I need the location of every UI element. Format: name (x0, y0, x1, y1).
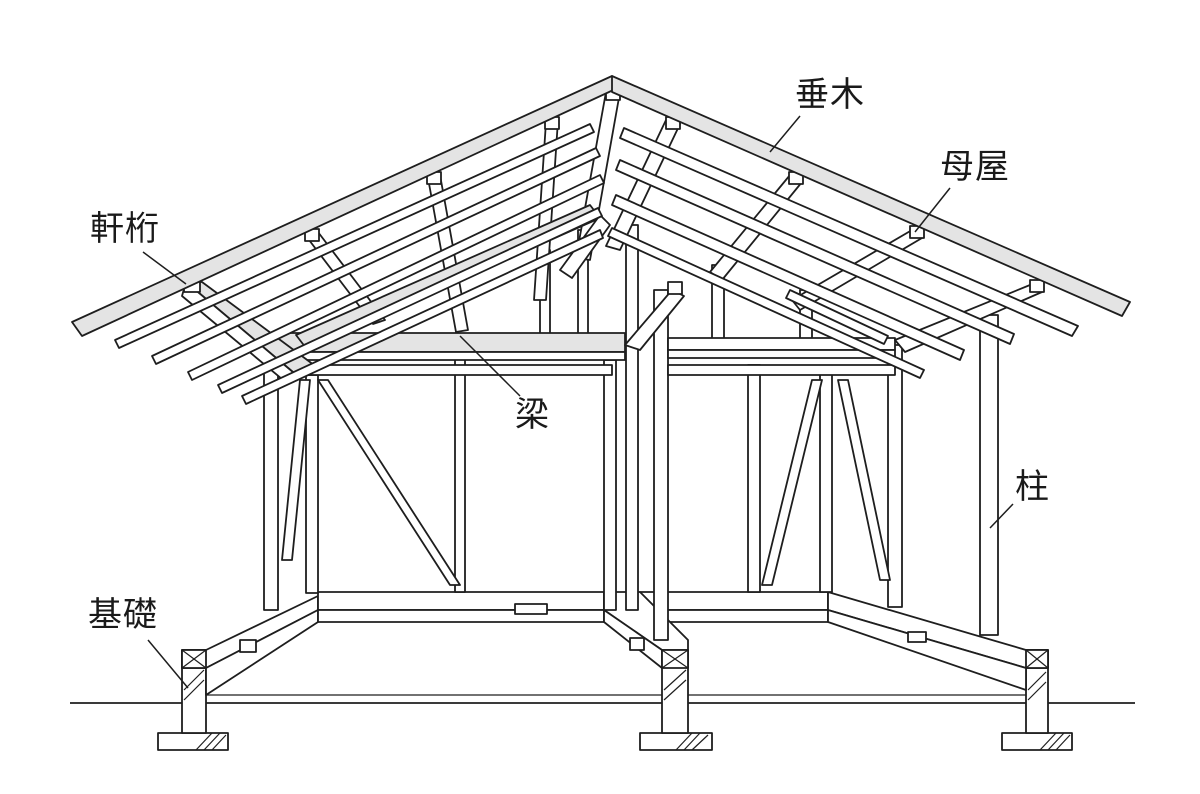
leader-taruki (769, 115, 801, 153)
post-back-right (819, 369, 833, 593)
foundation-group (157, 591, 1073, 751)
leader-nokigeta (142, 251, 187, 285)
post-center-front (653, 289, 669, 641)
rafter-left-4 (217, 207, 603, 394)
label-kiso: 基礎 (88, 595, 158, 635)
rafter-right-4 (607, 227, 925, 379)
tie-beam-left (299, 364, 613, 376)
rafter-left-3 (187, 174, 605, 381)
label-hari: 梁 (515, 395, 550, 435)
leader-kiso (147, 639, 189, 689)
rafter-right-2 (615, 159, 1015, 345)
post-center-a (603, 359, 617, 611)
brace-right-wall (761, 379, 823, 586)
rafter-left-2 (151, 147, 601, 365)
rafter-right-edge (611, 75, 1131, 317)
leader-moya (914, 187, 951, 233)
brace-left-wall (317, 379, 461, 586)
post-back-mid-right (747, 364, 761, 593)
post-center-b (625, 224, 639, 611)
rafters-group (71, 75, 1131, 405)
label-taruki: 垂木 (795, 75, 865, 115)
label-hashira: 柱 (1015, 467, 1050, 507)
center-beam (624, 289, 685, 351)
post-right-mid (887, 344, 903, 608)
rafter-left-1 (114, 123, 595, 349)
sill-back-left (317, 591, 605, 611)
leader-hashira (989, 503, 1014, 529)
tie-beam-right (667, 364, 896, 376)
post-back-mid-left (454, 349, 466, 593)
braces-group (281, 379, 891, 586)
rafter-left-5 (241, 229, 604, 405)
sill-back-left-face (317, 609, 605, 623)
rafter-right-1 (619, 127, 1079, 337)
post-front-right (979, 314, 999, 636)
label-nokigeta: 軒桁 (90, 209, 160, 249)
posts-group (263, 224, 999, 641)
leader-lines (142, 115, 1014, 689)
leader-hari (459, 335, 521, 397)
rafter-right-3 (611, 194, 965, 361)
label-moya: 母屋 (940, 147, 1010, 187)
post-front-left (263, 359, 279, 611)
